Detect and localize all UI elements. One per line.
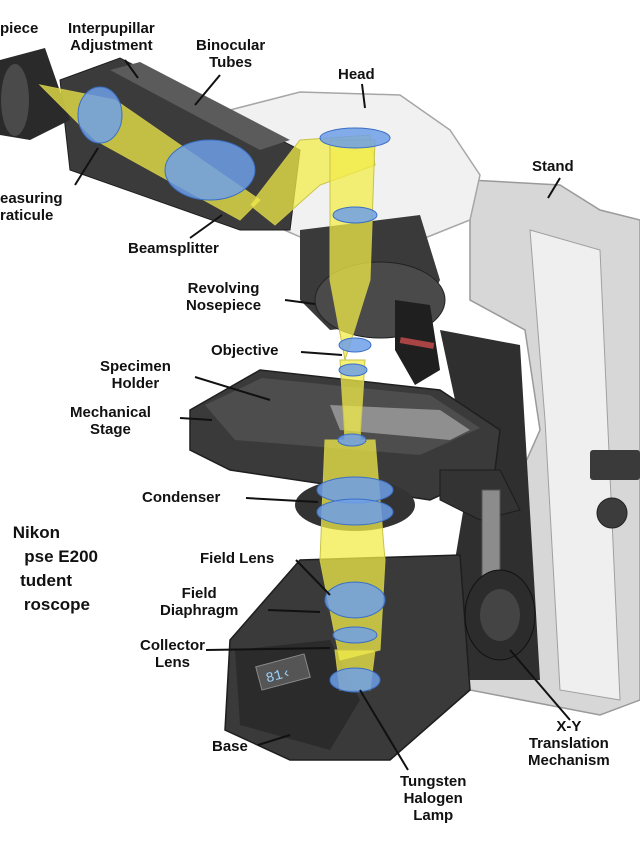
label-revolving-nosepiece: Revolving Nosepiece — [186, 280, 261, 314]
label-measuring-reticule: easuring raticule — [0, 190, 63, 224]
label-mechanical-stage: Mechanical Stage — [70, 404, 151, 438]
title-line-1: Nikon — [13, 522, 60, 544]
title-line-3: tudent — [20, 570, 72, 592]
label-tungsten-halogen-lamp: Tungsten Halogen Lamp — [400, 773, 466, 824]
label-eyepiece: piece — [0, 20, 38, 37]
label-specimen-holder: Specimen Holder — [100, 358, 171, 392]
label-objective: Objective — [211, 342, 279, 359]
label-stand: Stand — [532, 158, 574, 175]
label-head: Head — [338, 66, 375, 83]
label-collector-lens: Collector Lens — [140, 637, 205, 671]
label-field-diaphragm: Field Diaphragm — [160, 585, 238, 619]
label-xy-translation-mechanism: X-Y Translation Mechanism — [528, 718, 610, 769]
label-base: Base — [212, 738, 248, 755]
label-interpupillar-adjustment: Interpupillar Adjustment — [68, 20, 155, 54]
label-condenser: Condenser — [142, 489, 220, 506]
label-binocular-tubes: Binocular Tubes — [196, 37, 265, 71]
title-line-4: roscope — [24, 594, 90, 616]
right-knob-slot — [590, 450, 640, 480]
title-line-2: pse E200 — [24, 546, 98, 568]
label-beamsplitter: Beamsplitter — [128, 240, 219, 257]
eyepiece-lens — [1, 64, 29, 136]
fine-focus-knob — [480, 589, 520, 641]
label-field-lens: Field Lens — [200, 550, 274, 567]
right-focus-knob — [597, 498, 627, 528]
